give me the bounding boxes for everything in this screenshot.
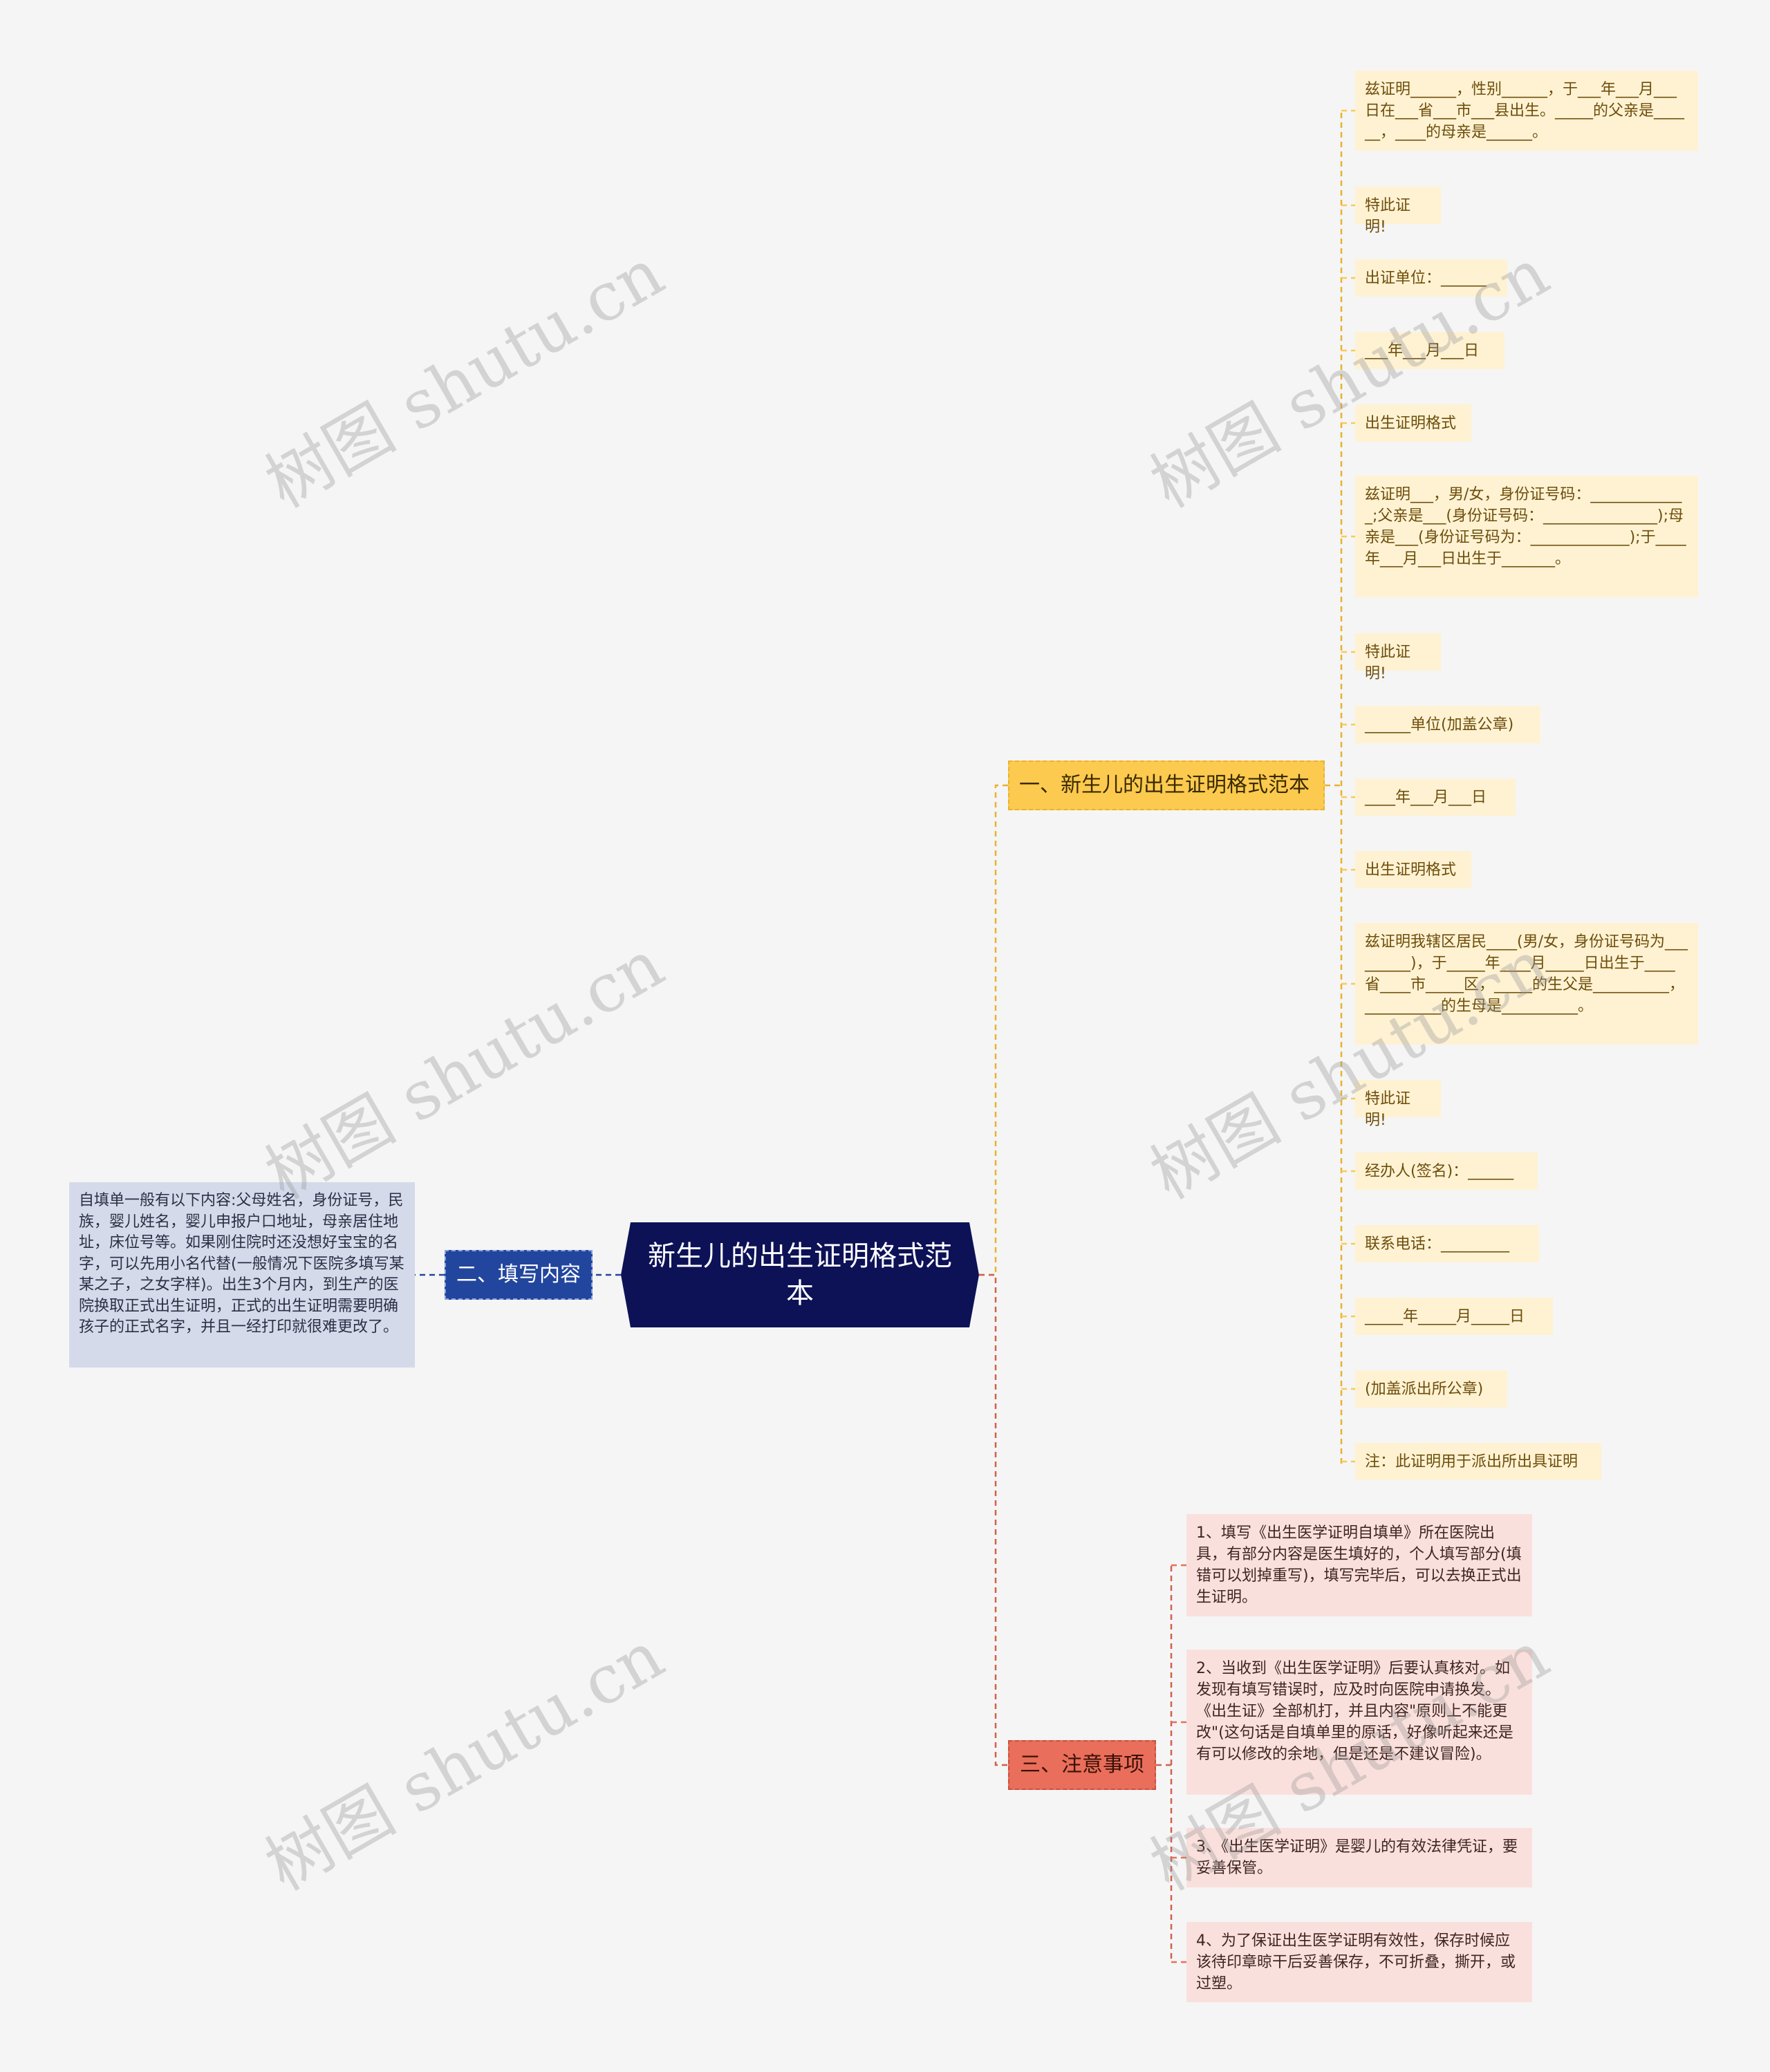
template-leaf[interactable]: ___年___月___日 [1355,332,1504,369]
branch-birth-certificate-templates[interactable]: 一、新生儿的出生证明格式范本 [1008,760,1325,810]
template-leaf[interactable]: _____年_____月_____日 [1355,1298,1553,1335]
template-leaf[interactable]: 出生证明格式 [1355,404,1471,442]
connector-root-branch3 [979,1273,1008,1766]
notes-leaf[interactable]: 4、为了保证出生医学证明有效性，保存时候应该待印章晾干后妥善保存，不可折叠，撕开… [1186,1922,1532,2002]
template-leaf[interactable]: 经办人(签名)：______ [1355,1152,1538,1190]
template-leaf[interactable]: 兹证明______，性别______，于___年___月___日在___省___… [1355,71,1698,151]
notes-leaf[interactable]: 3、《出生医学证明》是婴儿的有效法律凭证，要妥善保管。 [1186,1828,1532,1887]
connector-branch1-ticks [1341,109,1355,1463]
branch-notes[interactable]: 三、注意事项 [1008,1740,1156,1790]
template-leaf[interactable]: 特此证明! [1355,187,1441,236]
template-leaf[interactable]: 兹证明我辖区居民____(男/女，身份证号码为_________)，于_____… [1355,923,1698,1045]
fill-in-content-detail[interactable]: 自填单一般有以下内容:父母姓名，身份证号，民族，婴儿姓名，婴儿申报户口地址，母亲… [69,1182,415,1368]
template-leaf[interactable]: 特此证明! [1355,633,1441,682]
template-leaf[interactable]: ______单位(加盖公章) [1355,706,1540,743]
connector-branch3-trunk [1156,1566,1173,1961]
template-leaf[interactable]: 注：此证明用于派出所出具证明 [1355,1443,1601,1480]
template-leaf[interactable]: 特此证明! [1355,1080,1441,1129]
connector-branch3-ticks [1171,1564,1186,1963]
template-leaf[interactable]: 出生证明格式 [1355,851,1471,888]
template-leaf[interactable]: ____年___月___日 [1355,778,1516,816]
notes-leaf[interactable]: 2、当收到《出生医学证明》后要认真核对。如发现有填写错误时，应及时向医院申请换发… [1186,1650,1532,1795]
notes-leaf[interactable]: 1、填写《出生医学证明自填单》所在医院出具，有部分内容是医生填好的，个人填写部分… [1186,1514,1532,1616]
connector-root-branch1 [979,784,1008,1276]
template-leaf[interactable]: 兹证明___，男/女，身份证号码：_____________;父亲是___(身份… [1355,476,1698,597]
template-leaf[interactable]: (加盖派出所公章) [1355,1370,1507,1408]
connector-branch1-trunk [1325,113,1343,1464]
template-leaf[interactable]: 联系电话：_________ [1355,1225,1539,1262]
root-node[interactable]: 新生儿的出生证明格式范本 [621,1222,979,1327]
branch-fill-in-content[interactable]: 二、填写内容 [445,1250,593,1300]
template-leaf[interactable]: 出证单位：______ [1355,259,1507,297]
